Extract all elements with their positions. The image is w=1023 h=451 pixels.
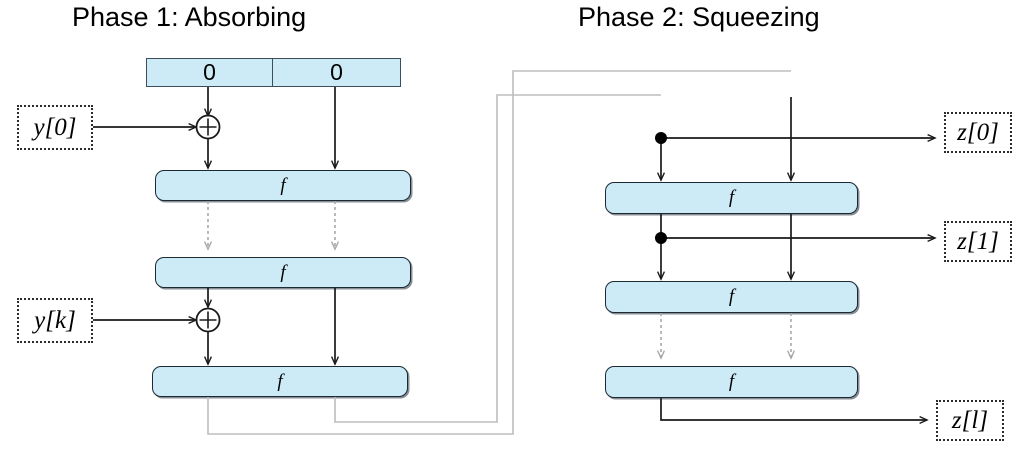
permutation-block-squeeze-2: f xyxy=(605,281,858,313)
input-box-yk: y[k] xyxy=(17,298,93,343)
arrow-fs3-to-zl xyxy=(660,398,927,420)
permutation-block-absorb-2: f xyxy=(155,257,411,288)
tap-dot-z0 xyxy=(655,132,667,144)
permutation-block-absorb-3: f xyxy=(152,366,408,397)
initial-state-rate-cell: 0 xyxy=(146,58,273,87)
input-box-y0: y[0] xyxy=(17,105,93,150)
tap-node-group xyxy=(655,132,667,244)
output-box-z1: z[1] xyxy=(944,221,1012,262)
initial-state-capacity-cell: 0 xyxy=(272,58,401,87)
output-box-zl: z[l] xyxy=(936,400,1004,441)
output-box-z0: z[0] xyxy=(944,112,1012,153)
phase-1-title: Phase 1: Absorbing xyxy=(72,2,307,32)
tap-dot-z1 xyxy=(655,232,667,244)
xor-node-group xyxy=(195,114,221,333)
permutation-block-absorb-1: f xyxy=(155,170,411,201)
phase-2-title: Phase 2: Squeezing xyxy=(578,2,820,32)
feedback-path-rate-phase1-to-phase2 xyxy=(207,70,791,435)
permutation-block-squeeze-3: f xyxy=(605,366,858,398)
permutation-block-squeeze-1: f xyxy=(605,182,858,214)
feedback-path-capacity-phase1-to-phase2 xyxy=(334,94,661,423)
